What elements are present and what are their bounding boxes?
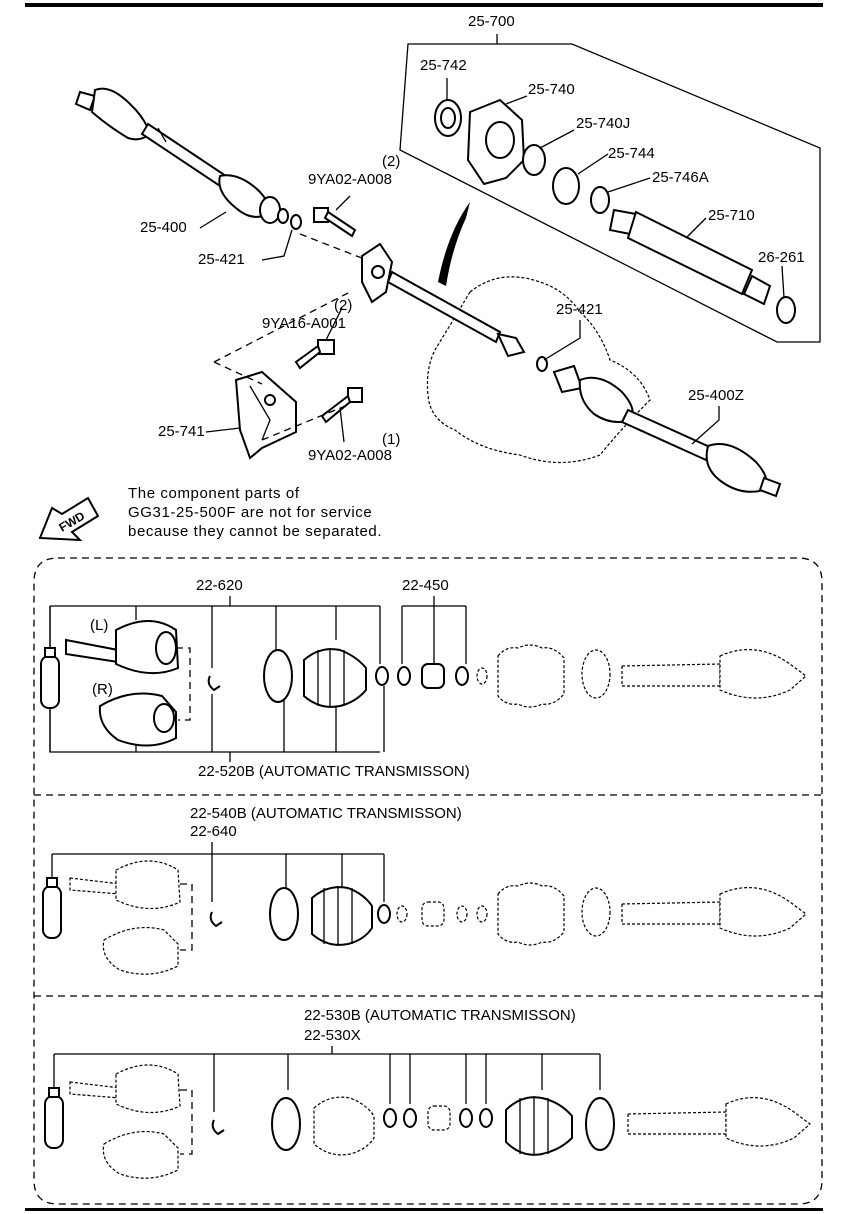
snap-clip-right [536,356,548,372]
label-bolt-mid-qty: (2) [334,297,352,314]
bearing [522,144,546,176]
label-25-421-right: 25-421 [556,301,603,318]
kit3-boot-band-1 [271,1097,301,1151]
kit-1: 22-620 22-450 (L) (R) [40,577,807,780]
shaft-seal [776,296,796,324]
label-bolt-top-qty: (2) [382,153,400,170]
kit-2: 22-540B (AUTOMATIC TRANSMISSON) 22-640 [42,805,807,975]
kits-panel-border [33,557,823,1205]
top-rule [25,3,823,7]
direction-arrow [438,202,470,286]
grease-tube [42,877,62,939]
kit3-clamp-3 [459,1108,473,1128]
kit1-sub-label-L: (L) [90,617,108,634]
label-25-740J: 25-740J [576,115,630,132]
bracket [234,370,297,460]
kit1-label-22-450: 22-450 [402,577,449,594]
label-bolt-low-qty: (1) [382,431,400,448]
label-25-746A: 25-746A [652,169,709,186]
fwd-arrow-icon: FWD [38,496,100,542]
kit1-clamp-1 [375,666,389,686]
snap-clip-left [290,214,302,230]
kit3-clamp-1 [383,1108,397,1128]
kit1-snap-ring [207,675,221,692]
kit-3: 22-530B (AUTOMATIC TRANSMISSON) 22-530X [44,1007,811,1179]
kit3-outer-boot [505,1096,573,1156]
inner-joint-left [65,620,180,675]
kits-panel: 22-620 22-450 (L) (R) [33,557,823,1205]
kit3-boot-band-2 [585,1097,615,1151]
kit1-spacer [421,663,445,689]
label-9YA02-A008-low: 9YA02-A008 [308,447,392,464]
note-line-2: GG31-25-500F are not for service [128,504,372,521]
kit2-header-22-540B: 22-540B (AUTOMATIC TRANSMISSON) [190,805,462,822]
bolt-top [313,207,357,238]
note-line-1: The component parts of [128,485,300,502]
grease-tube [40,647,60,709]
inner-joint-right [98,692,177,747]
joint-shaft [608,208,772,306]
assembly-outline-25-700 [399,43,821,343]
left-driveshaft [74,87,289,224]
kit3-snap-ring [211,1119,225,1136]
label-25-710: 25-710 [708,207,755,224]
label-9YA16-A001: 9YA16-A001 [262,315,346,332]
label-25-400: 25-400 [140,219,187,236]
kit3-clamp-2 [403,1108,417,1128]
label-25-744: 25-744 [608,145,655,162]
kit1-clamp-3 [455,666,469,686]
note-line-3: because they cannot be separated. [128,523,382,540]
bearing-seal [552,167,580,205]
grease-tube [44,1087,64,1149]
label-25-421-left: 25-421 [198,251,245,268]
kit1-sub-label-R: (R) [92,681,113,698]
right-driveshaft [552,364,782,498]
kit1-boot [303,648,367,708]
bolt-low [320,387,363,424]
intermediate-shaft [361,242,526,358]
main-exploded-view: 25-700 25-742 25-740 25-740J 25-744 25-7… [38,13,821,542]
kit2-boot [311,886,373,946]
bolt-mid [294,339,335,370]
kit3-clamp-4 [479,1108,493,1128]
kit1-label-22-620: 22-620 [196,577,243,594]
kit1-footer-22-520B: 22-520B (AUTOMATIC TRANSMISSON) [198,763,470,780]
kit2-header-22-640: 22-640 [190,823,237,840]
label-26-261: 26-261 [758,249,805,266]
label-25-740: 25-740 [528,81,575,98]
kit1-clamp-2 [397,666,411,686]
label-25-741: 25-741 [158,423,205,440]
label-25-742: 25-742 [420,57,467,74]
kit3-header-22-530X: 22-530X [304,1027,361,1044]
kit3-header-22-530B: 22-530B (AUTOMATIC TRANSMISSON) [304,1007,576,1024]
kit2-boot-band [269,887,299,941]
label-25-700: 25-700 [468,13,515,30]
bottom-rule [25,1208,823,1211]
label-25-400Z: 25-400Z [688,387,744,404]
label-9YA02-A008-top: 9YA02-A008 [308,171,392,188]
snap-ring [590,186,610,214]
kit1-boot-band-1 [263,649,293,703]
kit2-snap-ring [209,911,223,928]
bearing-support [466,98,526,186]
kit2-clamp [377,904,391,924]
